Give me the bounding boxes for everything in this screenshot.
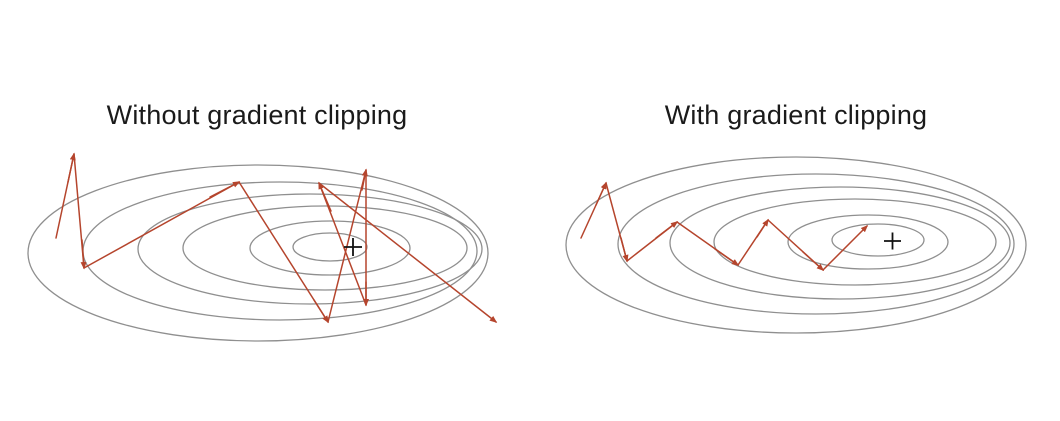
left-optimization-path [55,153,498,323]
right-minimum-plus-icon [884,232,901,250]
left-contour-4 [182,205,468,291]
right-contour-5 [787,214,949,270]
left-arrow-4 [313,299,329,324]
right-arrow-4 [714,248,740,266]
left-minimum-plus-icon [344,238,362,256]
right-arrow-3 [655,221,679,239]
left-arrow-3 [209,181,241,198]
right-arrow-2 [620,237,629,263]
title-with-clipping: With gradient clipping [664,100,928,130]
right-arrow-6 [802,251,825,272]
left-arrow-5 [361,168,368,191]
right-contours [565,156,1027,334]
left-arrow-7 [318,181,332,212]
left-step-arrowheads [67,152,369,324]
left-contour-1 [27,164,489,342]
left-arrow-1 [67,152,76,183]
right-contour-4 [713,198,997,286]
left-contour-3 [137,193,483,305]
right-contour-6 [831,223,925,257]
left-contour-2 [82,181,478,321]
left-arrow-2 [80,239,87,270]
right-arrow-5 [756,218,769,238]
left-contour-5 [249,220,411,276]
right-contour-3 [669,186,1011,300]
left-contour-6 [292,232,368,262]
title-without-clipping: Without gradient clipping [106,100,408,130]
right-contour-2 [617,173,1015,315]
right-contour-1 [565,156,1027,334]
right-arrow-1 [595,181,607,206]
right-step-arrowheads [595,181,825,272]
left-contours [27,164,489,342]
